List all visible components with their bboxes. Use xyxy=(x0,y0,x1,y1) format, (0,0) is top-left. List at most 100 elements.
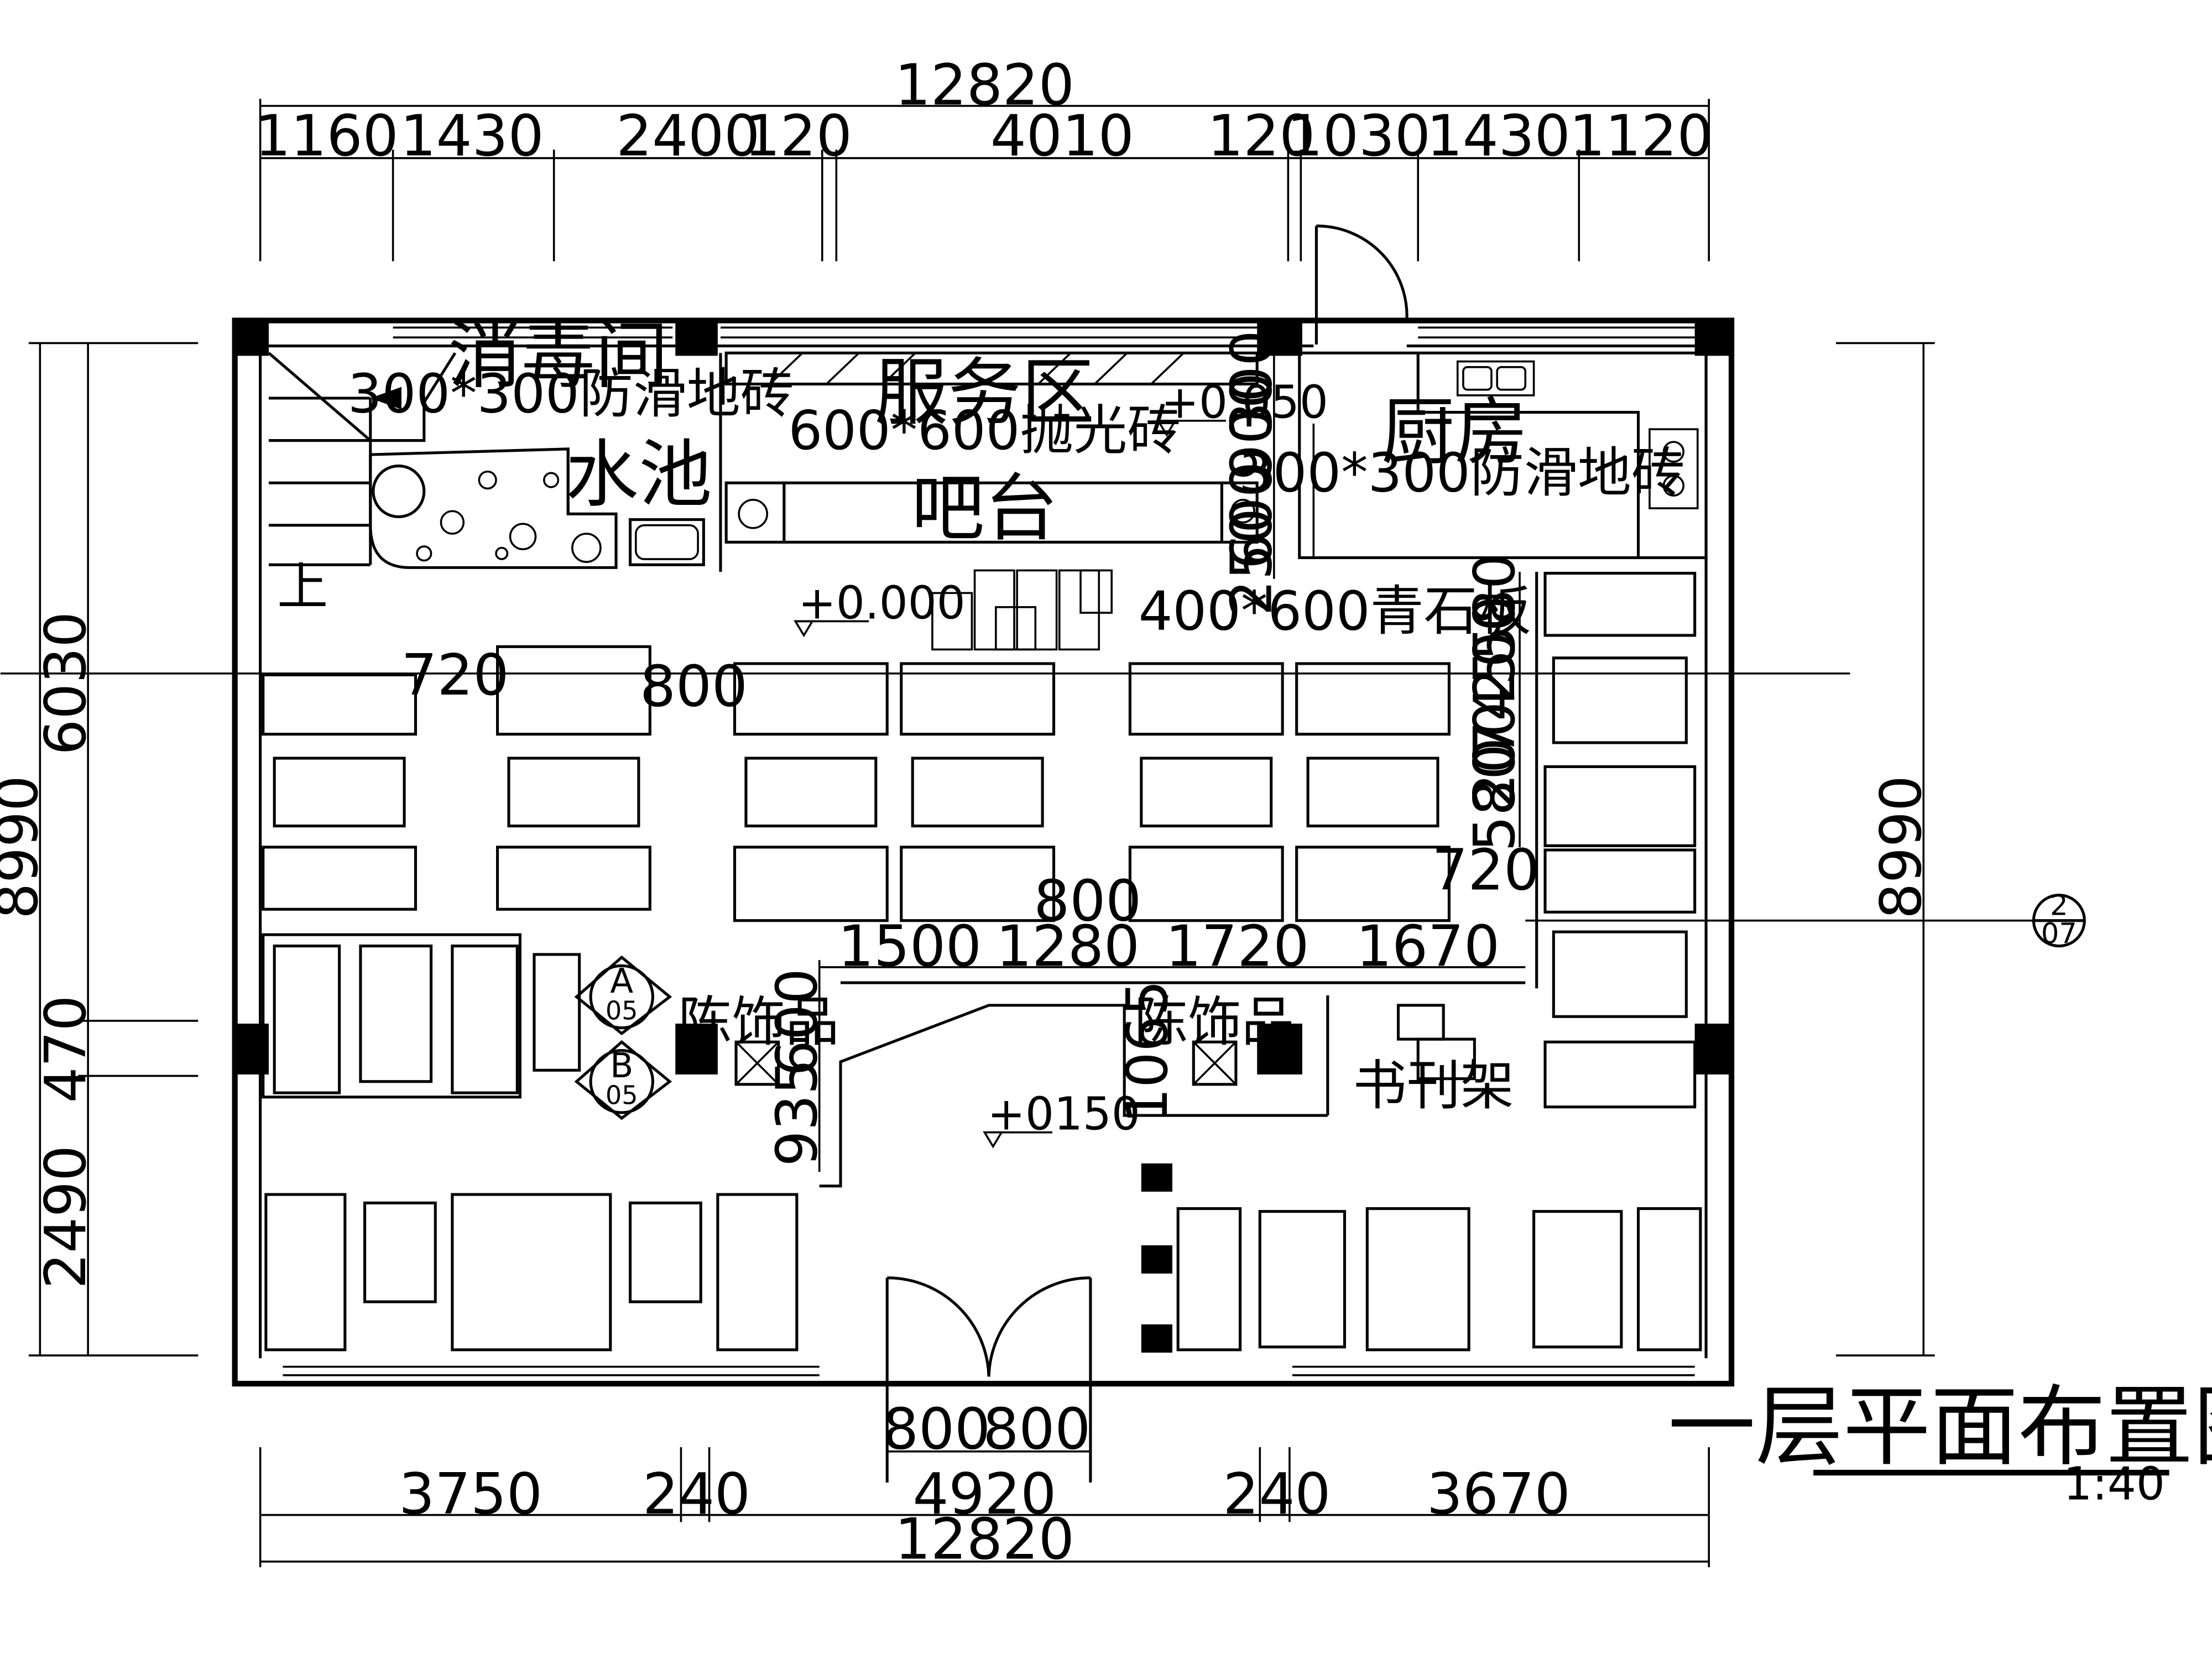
level-mark-entry: +0150 xyxy=(983,1088,1140,1149)
service-area-finish: 600*600抛光砖 xyxy=(788,399,1181,462)
service-area-name: 服务区 xyxy=(874,351,1094,436)
private-room-b-letter: B xyxy=(610,1046,633,1086)
dim-label: 3670 xyxy=(1427,1462,1571,1527)
bottom-total-dim: 12820 xyxy=(895,1507,1074,1573)
booth-table[interactable] xyxy=(496,645,651,911)
entrance-door[interactable] xyxy=(885,1276,1092,1483)
booth-table[interactable] xyxy=(1128,662,1284,922)
outer-walls xyxy=(232,317,1735,1387)
dim-label: 1430 xyxy=(400,103,544,169)
private-room-a[interactable]: A 05 xyxy=(574,955,672,1036)
dim-label: 3750 xyxy=(399,1462,542,1527)
gap-dim: 800 xyxy=(640,654,748,720)
dim-label: 2490 xyxy=(33,1145,99,1289)
section-marker: 2 07 xyxy=(2032,889,2086,951)
dim-label: 745 xyxy=(1462,649,1528,757)
bottom-segment-dims: 3750 240 4920 240 3670 12820 xyxy=(399,1462,1571,1573)
dim-label: 580 xyxy=(1462,553,1528,661)
lower-dimension-line xyxy=(818,960,1526,1172)
booth-table[interactable] xyxy=(1543,848,1697,1109)
bookshelf-label: 书刊架 xyxy=(1353,1055,1514,1117)
top-segment-dims: 1160 1430 2400 120 4010 120 1030 1430 11… xyxy=(255,103,1713,169)
dim-label: 935 xyxy=(765,1058,831,1166)
stone-path xyxy=(931,569,1113,651)
private-room-b[interactable]: B 05 xyxy=(574,1040,672,1120)
gap-dim: 720 xyxy=(1432,838,1540,904)
right-dimension-lines xyxy=(1836,342,1935,1357)
rock-garden xyxy=(369,447,618,569)
private-room-a-num: 05 xyxy=(606,995,638,1025)
dim-label: 300 xyxy=(1219,330,1285,438)
left-total-dim: 8990 xyxy=(0,775,51,919)
gap-dim: 800 xyxy=(1034,869,1141,935)
disinfection-room-finish: 300*300防滑地砖 xyxy=(348,363,794,425)
dim-label: 1430 xyxy=(1427,103,1571,169)
dim-label: 470 xyxy=(33,995,99,1103)
bottom-left-booths xyxy=(264,1193,799,1352)
dim-label: 200 xyxy=(1462,596,1528,703)
section-marker-top: 2 xyxy=(2050,889,2068,922)
dim-label: 1280 xyxy=(996,914,1140,979)
booth-table[interactable] xyxy=(733,662,889,922)
dim-label: 250 xyxy=(1219,508,1285,616)
level-mark-main: +0.000 xyxy=(794,577,966,638)
booth-table[interactable] xyxy=(1543,572,1697,847)
disinfection-room-name: 消毒间 xyxy=(448,314,668,399)
dim-label: 1500 xyxy=(838,914,982,979)
bottom-dimension-lines xyxy=(259,1447,1710,1568)
level-entry: +0150 xyxy=(988,1088,1140,1141)
booth-table[interactable] xyxy=(900,662,1056,922)
door-dim: 800 xyxy=(983,1397,1091,1463)
decor-label-b: 陈饰品 xyxy=(1134,991,1295,1053)
planters xyxy=(1141,1163,1172,1353)
section-marker-bottom: 07 xyxy=(2041,918,2077,951)
right-booths xyxy=(1535,572,1697,1109)
dim-label: 1030 xyxy=(1287,103,1431,169)
dim-label: 1160 xyxy=(255,103,399,169)
top-total-dim: 12820 xyxy=(895,53,1074,118)
dining-booths-upper xyxy=(262,645,1451,922)
dim-label: 2400 xyxy=(616,103,760,169)
columns xyxy=(234,317,1732,1074)
dim-label: 900 xyxy=(1219,373,1285,481)
dim-label: 1720 xyxy=(1166,914,1310,979)
private-room-a-letter: A xyxy=(610,962,633,1001)
service-area xyxy=(724,351,1259,544)
drawing-title: 一层平面布置图 xyxy=(1668,1376,2212,1478)
private-room-b-num: 05 xyxy=(606,1081,638,1110)
dim-label: 4920 xyxy=(912,1462,1056,1527)
right-booth-vertical-dims: 580 200 745 200 580 xyxy=(1462,553,1528,852)
stair-up-label: 上 xyxy=(277,557,328,617)
left-dimension-lines xyxy=(28,342,199,1357)
decor-stand-b xyxy=(1192,1040,1238,1086)
dim-label: 200 xyxy=(1462,702,1528,810)
drawing-scale: 1:40 xyxy=(2063,1458,2164,1510)
decor-stand-a xyxy=(734,1040,780,1086)
dim-label: 600 xyxy=(765,968,831,1076)
dim-label: 4010 xyxy=(990,103,1134,169)
sink-basin xyxy=(629,518,705,566)
booth-table[interactable] xyxy=(262,673,418,911)
kitchen-name: 厨房 xyxy=(1381,390,1528,475)
level-main: +0.000 xyxy=(798,577,965,629)
right-total-dim: 8990 xyxy=(1869,775,1934,919)
dim-label: 580 xyxy=(1462,744,1528,852)
kitchen-door[interactable] xyxy=(1314,224,1408,345)
dim-label: 120 xyxy=(744,103,852,169)
dim-label: 1670 xyxy=(1356,914,1500,979)
gap-dim: 720 xyxy=(401,643,509,708)
top-dimension-lines xyxy=(259,98,1710,262)
dim-label: 240 xyxy=(1223,1462,1331,1527)
dim-label: 120 xyxy=(1207,103,1315,169)
dim-label: 1120 xyxy=(1569,103,1713,169)
decor-label-a: 陈饰品 xyxy=(678,991,839,1053)
service-vertical-dims: 300 900 600 250 xyxy=(1219,330,1285,616)
door-dim: 800 xyxy=(883,1397,990,1463)
dim-label: 1065 xyxy=(1115,980,1181,1124)
bar-label: 吧台 xyxy=(911,466,1058,551)
booth-table[interactable] xyxy=(1295,662,1451,922)
left-sofa-area xyxy=(262,933,581,1099)
dim-label: 240 xyxy=(643,1462,750,1527)
dim-label: 600 xyxy=(1219,461,1285,569)
